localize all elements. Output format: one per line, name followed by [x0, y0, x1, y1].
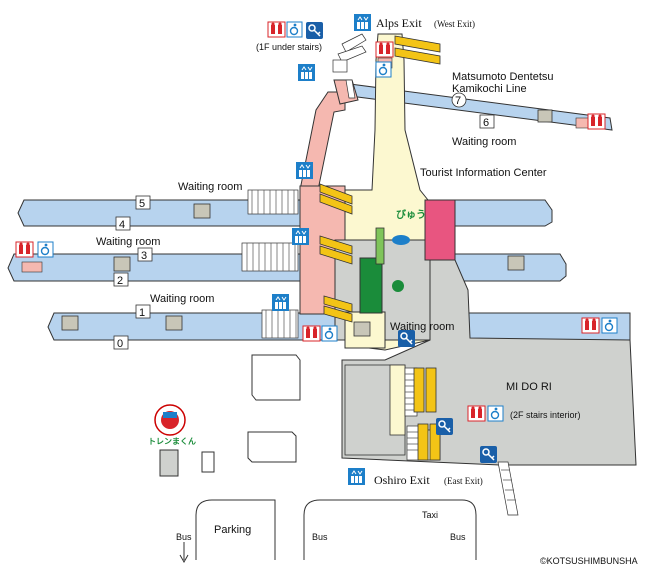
platform-number-6: 6: [483, 117, 489, 129]
parking-label: Parking: [214, 524, 251, 536]
platform-number-7: 7: [455, 95, 461, 107]
alps-exit-label: Alps Exit: [376, 16, 422, 30]
stairs-interior-label: (2F stairs interior): [510, 410, 581, 420]
wheelchair-icon: [37, 241, 54, 258]
bus-arrow: [179, 542, 189, 564]
east-exit-label: (East Exit): [444, 476, 483, 486]
elevator-icon: [347, 467, 366, 486]
outside-features: [159, 354, 477, 560]
line-name-1: Matsumoto Dentetsu: [452, 71, 554, 83]
mascot-trenkun: [154, 404, 186, 436]
west-exit-label: (West Exit): [434, 19, 475, 29]
toilet-icon: [15, 241, 34, 258]
toilet-icon: [581, 317, 600, 334]
platform-number-5: 5: [139, 198, 145, 210]
elevator-icon: [297, 63, 316, 82]
elevator-icon: [353, 13, 372, 32]
line-name-2: Kamikochi Line: [452, 83, 527, 95]
wheelchair-icon: [487, 405, 504, 422]
info-icon: [435, 417, 454, 436]
platform-number-3: 3: [141, 250, 147, 262]
tourist-information-center: [424, 199, 456, 261]
info-icon: [305, 21, 324, 40]
kiosk-green: [359, 257, 383, 314]
platform-number-2: 2: [117, 275, 123, 287]
waiting-room-boxes: [61, 109, 553, 337]
bus-label-mid: Bus: [312, 532, 328, 542]
waiting-room-label-center: Waiting room: [390, 321, 454, 333]
wheelchair-icon: [601, 317, 618, 334]
waiting-room-label-3: Waiting room: [96, 236, 160, 248]
bus-label-left: Bus: [176, 532, 192, 542]
waiting-room-label-1: Waiting room: [150, 293, 214, 305]
toilet-icon: [302, 325, 321, 342]
elevator-icon: [295, 161, 314, 180]
oshiro-exit-label: Oshiro Exit: [374, 473, 430, 487]
bus-label-right: Bus: [450, 532, 466, 542]
escalators: [319, 35, 441, 461]
wheelchair-icon: [375, 61, 392, 78]
taxi-label: Taxi: [422, 510, 438, 520]
toilet-icon: [467, 405, 486, 422]
platform-number-4: 4: [119, 219, 125, 231]
toilet-icon: [375, 41, 394, 58]
info-icon: [479, 445, 498, 464]
elevator-icon: [271, 293, 290, 312]
mascot-label: トレンまくん: [148, 437, 196, 446]
platform-numbers: 5 4 3 2 1 0 6 7: [113, 92, 495, 350]
tourist-info-label: Tourist Information Center: [420, 167, 547, 179]
midori-label: MI DO RI: [506, 381, 552, 393]
elevator-icon: [291, 227, 310, 246]
wheelchair-icon: [321, 325, 338, 342]
toilet-icon: [587, 113, 606, 130]
copyright: ©KOTSUSHIMBUNSHA: [540, 556, 638, 566]
under-stairs-label: (1F under stairs): [256, 42, 322, 52]
view-logo: びゅう: [396, 208, 426, 221]
waiting-room-label-top: Waiting room: [452, 136, 516, 148]
wheelchair-icon: [286, 21, 303, 38]
waiting-room-label-5: Waiting room: [178, 181, 242, 193]
platform-number-0: 0: [117, 338, 123, 350]
map-labels: Alps Exit (West Exit) (1F under stairs) …: [96, 16, 638, 566]
toilet-icon: [267, 21, 286, 38]
platform-number-1: 1: [139, 307, 145, 319]
